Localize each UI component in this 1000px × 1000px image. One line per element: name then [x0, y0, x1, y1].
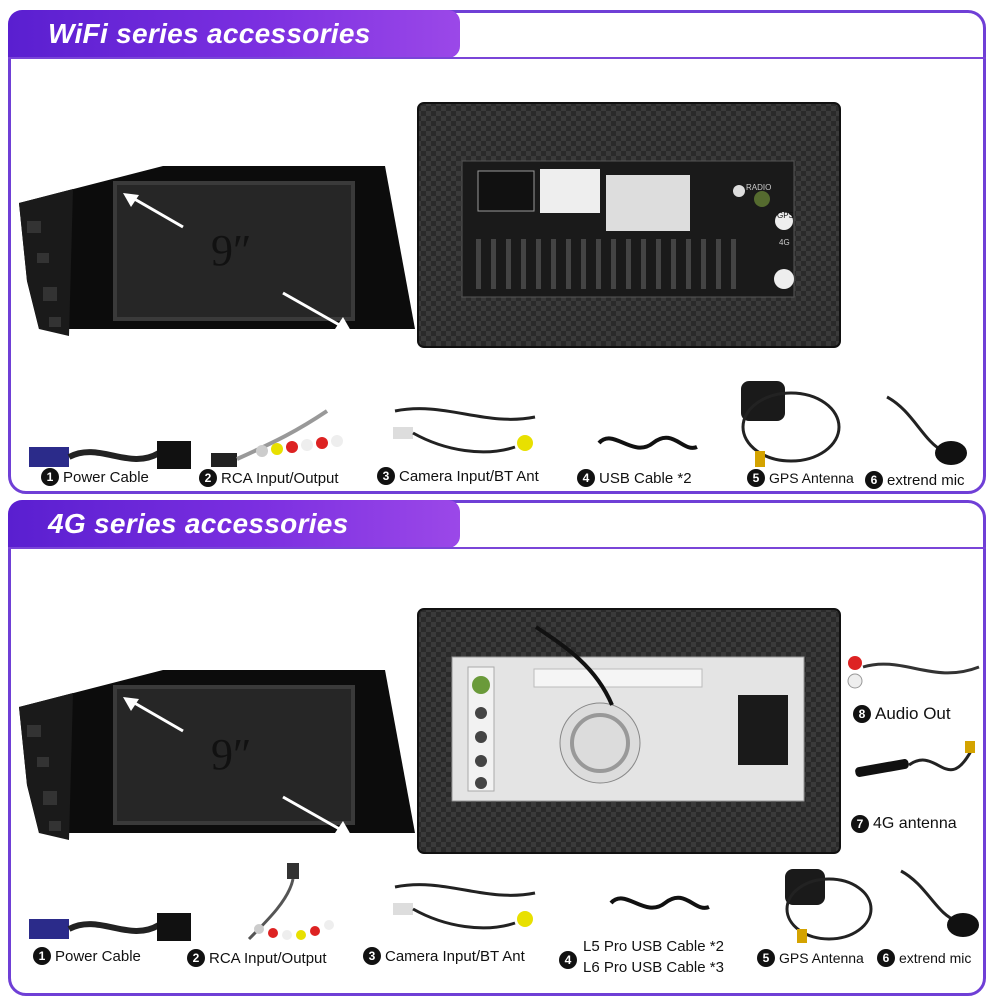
item-label: GPS Antenna: [779, 950, 864, 966]
audio-out-cable-image: [847, 656, 980, 689]
item-label: GPS Antenna: [769, 470, 854, 486]
wifi-item-usb: 4 USB Cable *2: [577, 469, 692, 487]
number-badge: 2: [199, 469, 217, 487]
4g-item-gps: 5 GPS Antenna: [757, 949, 864, 967]
4g-antenna-image: [855, 741, 975, 777]
wifi-section-divider: [8, 57, 986, 59]
number-badge: 4: [577, 469, 595, 487]
rca-cable-image-4g: [247, 863, 334, 941]
mic-image-4g: [900, 869, 979, 937]
radio-port-label: RADIO: [746, 183, 772, 192]
camera-cable-image-4g: [393, 883, 536, 930]
item-label: USB Cable *2: [599, 469, 692, 487]
4g-item-4g-antenna: 7 4G antenna: [851, 815, 957, 833]
4g-section-divider: [8, 547, 986, 549]
item-label: Camera Input/BT Ant: [399, 467, 539, 485]
wifi-item-power-cable: 1 Power Cable: [41, 468, 149, 486]
4g-item-audio-out: 8 Audio Out: [853, 704, 951, 724]
power-cable-image-4g: [29, 913, 191, 941]
wifi-item-gps: 5 GPS Antenna: [747, 469, 854, 487]
4g-item-usb: 4: [559, 951, 581, 969]
item-label: RCA Input/Output: [221, 469, 339, 487]
4g-item-camera: 3 Camera Input/BT Ant: [363, 947, 525, 965]
number-badge: 8: [853, 705, 871, 723]
item-label: Power Cable: [63, 468, 149, 486]
wifi-screen-size: 9″: [211, 226, 252, 275]
item-label: extrend mic: [887, 471, 965, 489]
number-badge: 4: [559, 951, 577, 969]
4g-item-rca: 2 RCA Input/Output: [187, 949, 327, 967]
item-label: Audio Out: [875, 704, 951, 723]
gps-port-label: GPS: [777, 211, 794, 220]
number-badge: 3: [377, 467, 395, 485]
4g-item-mic: 6 extrend mic: [877, 949, 971, 967]
gps-antenna-image-4g: [785, 869, 873, 943]
4g-section: 4G series accessories 9″: [8, 500, 986, 996]
camera-cable-image: [393, 407, 536, 454]
wifi-item-rca: 2 RCA Input/Output: [199, 469, 339, 487]
number-badge: 2: [187, 949, 205, 967]
number-badge: 6: [865, 471, 883, 489]
usb-cable-image: [597, 435, 698, 450]
wifi-rear-panel: [417, 102, 841, 348]
power-cable-image: [29, 441, 191, 469]
wifi-item-mic: 6 extrend mic: [865, 471, 965, 489]
number-badge: 1: [33, 947, 51, 965]
4g-rear-panel: [417, 608, 841, 854]
mic-image: [886, 395, 967, 465]
4g-item-power-cable: 1 Power Cable: [33, 947, 141, 965]
4g-screen-size: 9″: [211, 730, 252, 779]
number-badge: 5: [747, 469, 765, 487]
wifi-section: WiFi series accessories 9″: [8, 10, 986, 494]
4g-usb-label-l6: L6 Pro USB Cable *3: [583, 959, 724, 976]
item-label: 4G antenna: [873, 815, 957, 832]
gps-antenna-image: [741, 381, 841, 467]
item-label: extrend mic: [899, 950, 972, 966]
number-badge: 3: [363, 947, 381, 965]
wifi-section-title: WiFi series accessories: [8, 10, 460, 58]
4g-dash-bezel: [19, 670, 415, 840]
wifi-dash-bezel: [19, 166, 415, 336]
item-label: Camera Input/BT Ant: [385, 947, 525, 965]
number-badge: 5: [757, 949, 775, 967]
usb-cable-image-4g: [609, 895, 710, 910]
4g-port-label: 4G: [779, 238, 790, 247]
item-label: Power Cable: [55, 947, 141, 965]
number-badge: 7: [851, 815, 869, 833]
number-badge: 1: [41, 468, 59, 486]
rca-cable-image: [211, 409, 343, 467]
4g-usb-label-l5: L5 Pro USB Cable *2: [583, 938, 724, 955]
4g-section-title: 4G series accessories: [8, 500, 460, 548]
wifi-item-camera: 3 Camera Input/BT Ant: [377, 467, 539, 485]
number-badge: 6: [877, 949, 895, 967]
item-label: RCA Input/Output: [209, 949, 327, 967]
